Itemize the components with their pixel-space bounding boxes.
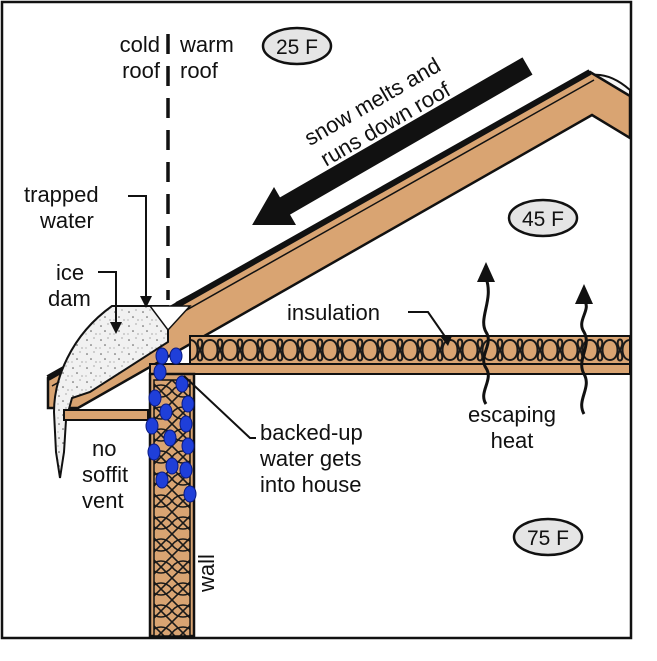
heat-arrow-2 (575, 284, 593, 415)
ice-dam-leader (98, 271, 117, 326)
backed-up-label-3: into house (260, 472, 362, 497)
trapped-water-label-1: trapped (24, 182, 99, 207)
cold-roof-label-1: cold (120, 32, 160, 57)
cold-roof-label-2: roof (122, 58, 161, 83)
trapped-water-pocket (148, 305, 192, 332)
escaping-heat-label-2: heat (491, 428, 534, 453)
snow-melt-arrow (252, 57, 533, 226)
no-soffit-vent-label-1: no (92, 436, 116, 461)
roof-rafter (46, 70, 632, 410)
water-drops (145, 347, 197, 503)
no-soffit-vent-label-2: soffit (82, 462, 128, 487)
ice-dam-label-1: ice (56, 260, 84, 285)
wall-label: wall (194, 554, 219, 593)
insulation-leader (408, 311, 447, 339)
ice-dam-label-2: dam (48, 286, 91, 311)
trapped-water-label-2: water (39, 208, 94, 233)
temp-bubble-house: 75 F (512, 517, 584, 557)
insulation-label: insulation (287, 300, 380, 325)
no-soffit-vent-label-3: vent (82, 488, 124, 513)
backed-up-label-2: water gets (259, 446, 362, 471)
warm-roof-label-1: warm (179, 32, 234, 57)
backed-up-leader (183, 375, 256, 439)
temp-house: 75 F (527, 527, 569, 550)
ice-dam (52, 305, 169, 479)
temp-attic: 45 F (522, 208, 564, 231)
heat-arrow-1 (477, 262, 495, 405)
insulation-layer (189, 335, 631, 365)
temp-bubble-outside: 25 F (261, 26, 333, 66)
ceiling-joist (149, 363, 631, 375)
backed-up-label-1: backed-up (260, 420, 363, 445)
eave-soffit (63, 409, 149, 421)
trapped-water-leader (128, 195, 147, 300)
warm-roof-label-2: roof (180, 58, 219, 83)
temp-outside: 25 F (276, 36, 318, 59)
escaping-heat-label-1: escaping (468, 402, 556, 427)
temp-bubble-attic: 45 F (507, 198, 579, 238)
